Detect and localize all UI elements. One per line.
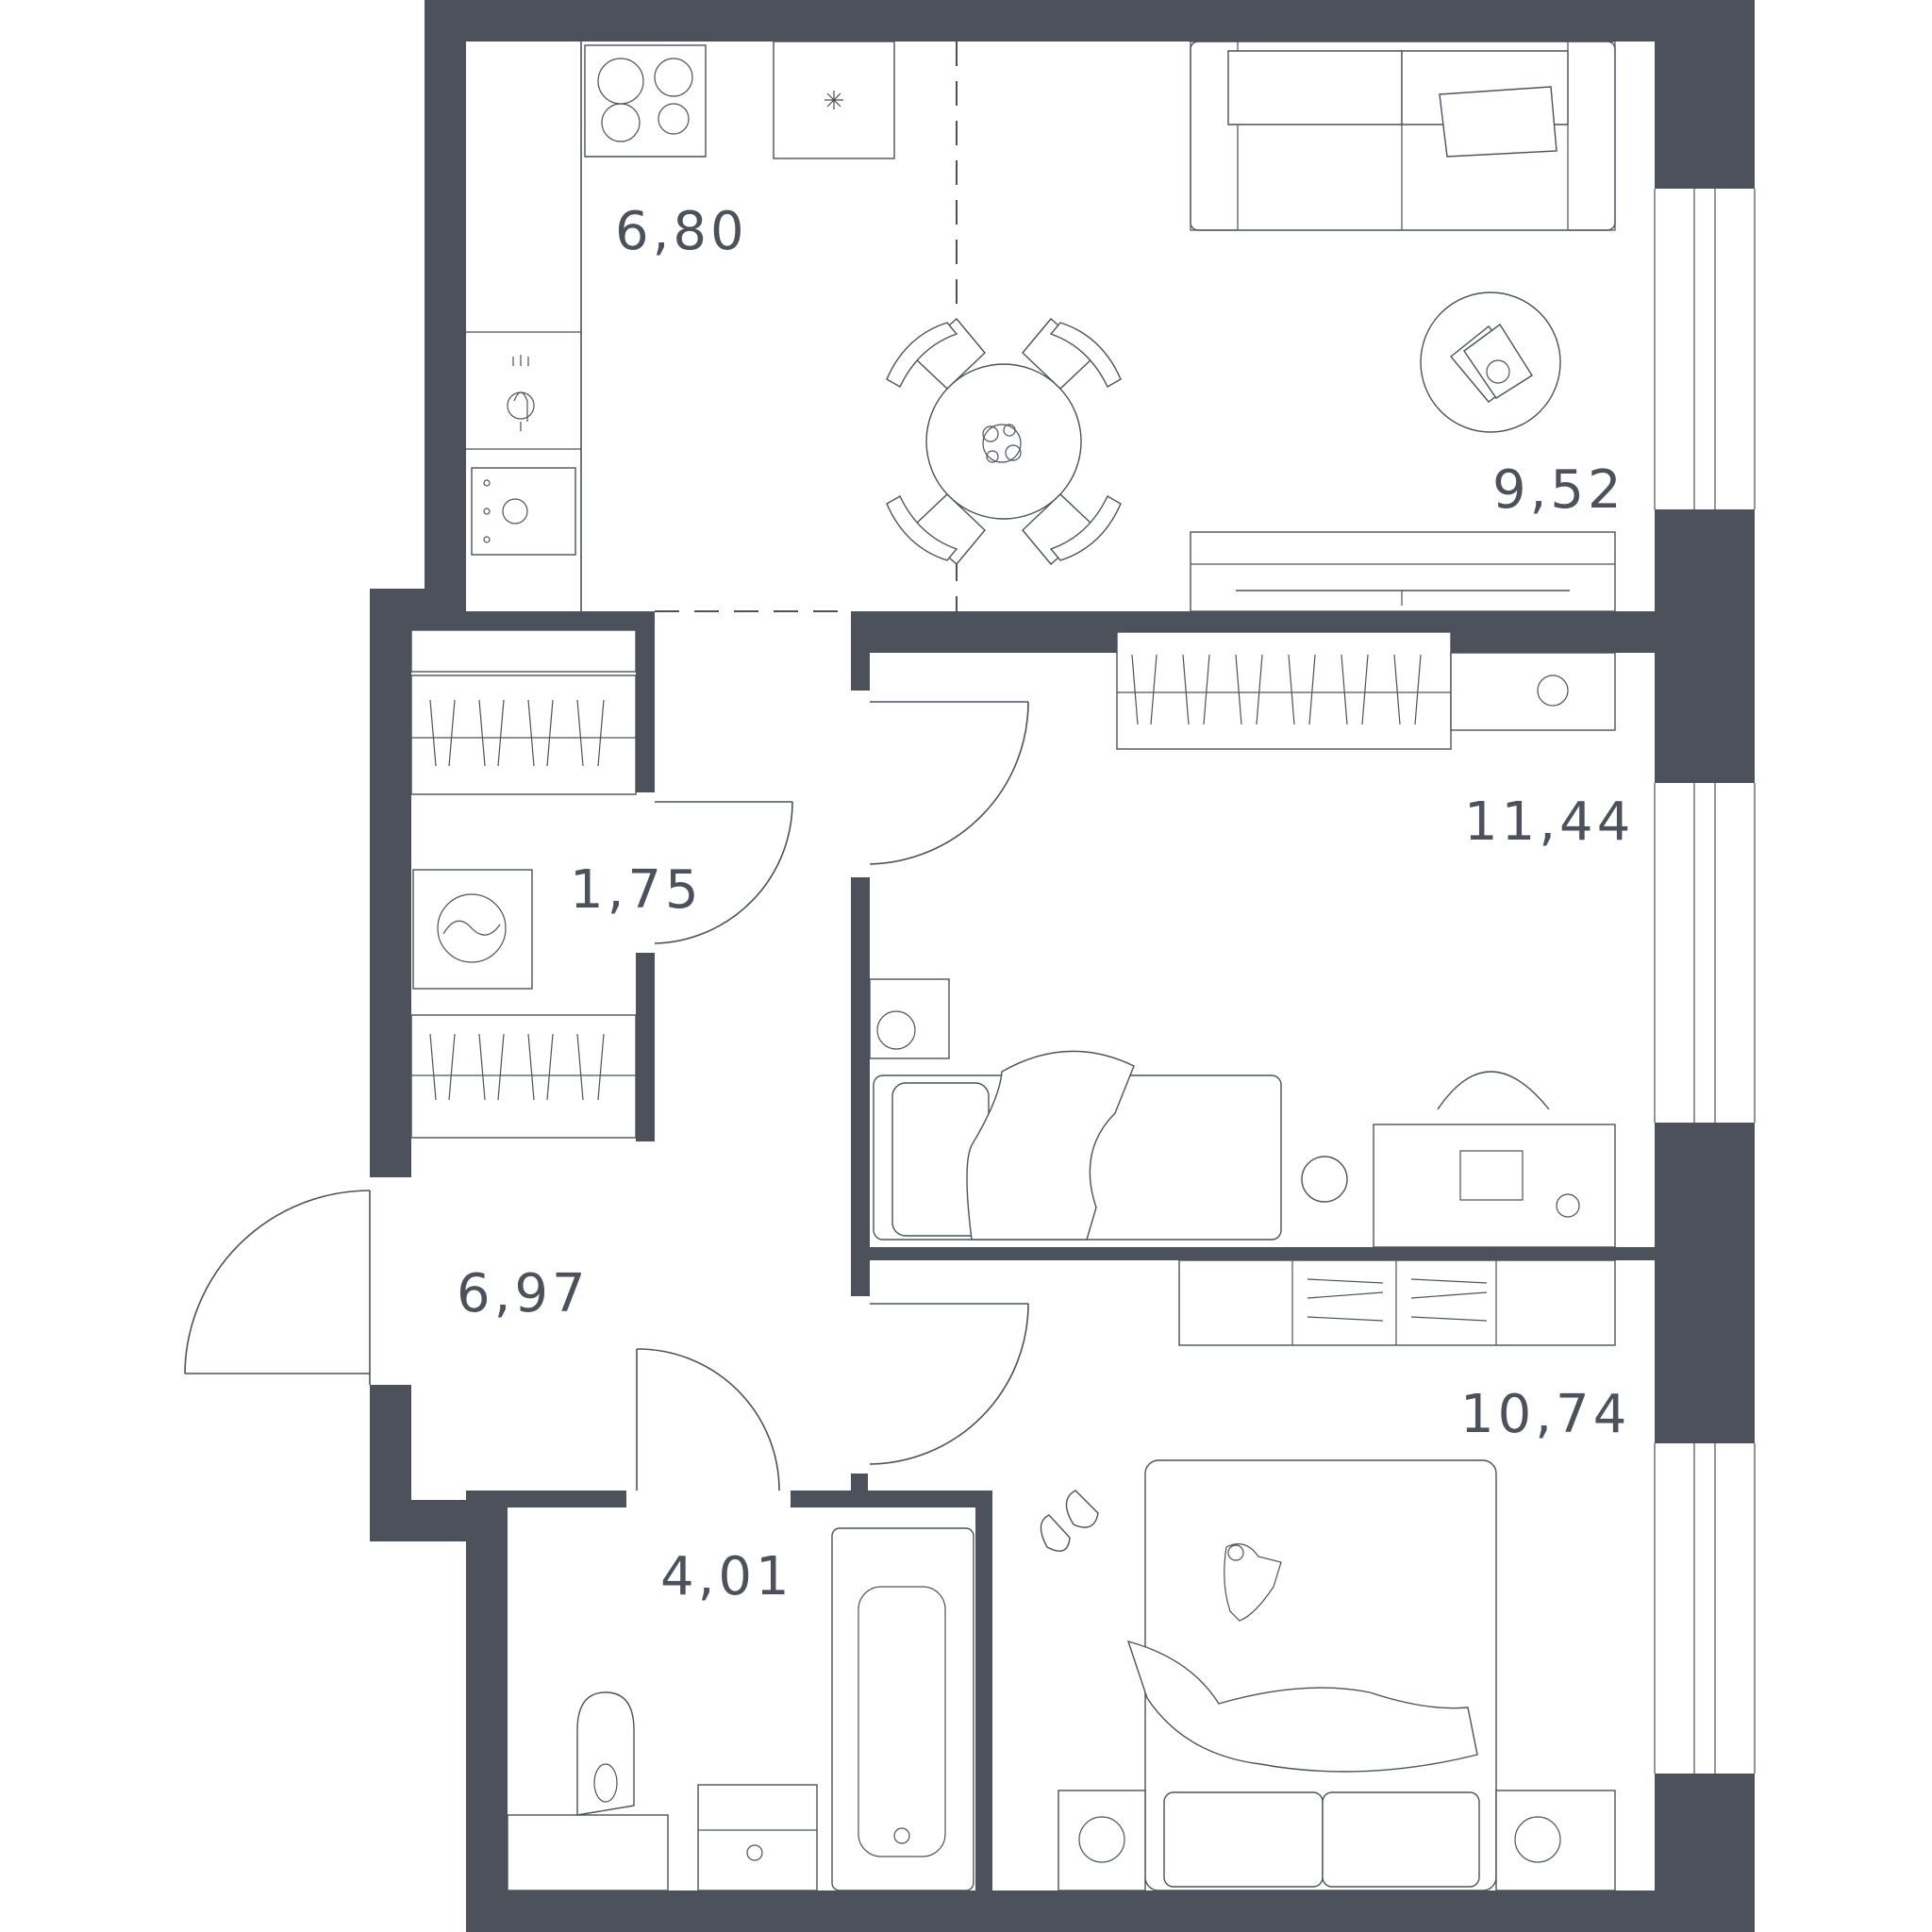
- area-label-living: 9,52: [1492, 459, 1625, 521]
- door-bedroom-2[interactable]: [869, 1303, 1029, 1465]
- wall-storage-right-2: [636, 953, 655, 1141]
- windows: [1654, 189, 1756, 1774]
- washing-machine-drum-icon: [437, 893, 507, 963]
- wall-left-storage: [370, 589, 411, 1177]
- chair: [886, 318, 986, 390]
- coffee-table: [1420, 291, 1561, 433]
- cat-icon: [1224, 1543, 1282, 1622]
- window-living: [1654, 189, 1756, 509]
- sink: [471, 467, 576, 556]
- door-bathroom[interactable]: [636, 1348, 780, 1491]
- wall-bath-right: [975, 1491, 992, 1932]
- area-label-bathroom: 4,01: [660, 1546, 793, 1607]
- wall-right-3: [1655, 1123, 1755, 1443]
- bedroom-1-furniture: [869, 631, 1616, 1248]
- wall-bed1-left: [851, 877, 870, 1296]
- nightstand: [1058, 1790, 1146, 1891]
- desk: [1373, 1071, 1616, 1248]
- wall-right-1: [1655, 0, 1755, 189]
- area-label-bedroom-2: 10,74: [1460, 1384, 1630, 1445]
- area-label-kitchen: 6,80: [615, 201, 748, 262]
- nightstand: [869, 978, 950, 1059]
- wall-bottom: [466, 1890, 1755, 1932]
- living-furniture: [1190, 41, 1616, 612]
- area-label-hallway: 6,97: [457, 1263, 590, 1324]
- shelf: [410, 629, 637, 673]
- wall-bed1-bed2: [851, 1247, 1655, 1260]
- wardrobe: [1178, 1259, 1616, 1346]
- bed: [1126, 1459, 1497, 1891]
- toilet: [507, 1691, 669, 1891]
- wall-bed1-left-top: [851, 611, 870, 691]
- drain-icon: [893, 1827, 910, 1844]
- wall-left-kitchen: [425, 0, 466, 630]
- chair: [1022, 493, 1122, 565]
- bedroom-2-furniture: [1040, 1259, 1616, 1891]
- wardrobe: [410, 675, 637, 795]
- wall-bath-top-2: [791, 1491, 991, 1507]
- plant-icon: [1537, 675, 1569, 707]
- stove-burner-icon: [601, 103, 641, 142]
- dining-table: [925, 363, 1082, 520]
- wardrobe: [410, 1014, 637, 1139]
- wardrobe: [1116, 631, 1452, 750]
- wall-right-4: [1655, 1774, 1755, 1932]
- nightstand: [1495, 1790, 1616, 1891]
- faucet-icon: [507, 355, 535, 431]
- wall-kitchen-storage: [466, 611, 655, 630]
- wall-bath-top-1: [466, 1491, 626, 1507]
- chair: [1022, 318, 1122, 390]
- ball-icon: [1301, 1156, 1348, 1203]
- door-bedroom-1[interactable]: [869, 701, 1029, 865]
- nightstand: [1450, 652, 1616, 731]
- chair: [886, 493, 986, 565]
- plant-icon: [982, 424, 1022, 463]
- snowflake-icon: [824, 91, 843, 109]
- laptop-icon: [1459, 1150, 1524, 1201]
- window-bedroom-1: [1654, 783, 1756, 1123]
- tv-unit: [1190, 531, 1616, 612]
- door-storage[interactable]: [654, 801, 793, 944]
- bathtub: [831, 1527, 974, 1891]
- area-labels: 6,80 9,52 11,44 1,75 6,97 10,74 4,01: [457, 201, 1634, 1607]
- stove-burner-icon: [654, 58, 693, 97]
- area-label-bedroom-1: 11,44: [1464, 791, 1634, 853]
- area-label-storage: 1,75: [570, 859, 703, 921]
- window-bedroom-2: [1654, 1443, 1756, 1774]
- lamp-icon: [1556, 1193, 1580, 1218]
- wall-left-hall: [370, 1385, 411, 1506]
- storage-furniture: [410, 629, 637, 1139]
- slippers-icon: [1040, 1490, 1099, 1552]
- stove-burner-icon: [658, 103, 690, 135]
- stove: [584, 44, 707, 158]
- wall-left-storage-cap: [370, 589, 466, 630]
- wall-right-2: [1655, 509, 1755, 783]
- lamp-icon: [876, 1010, 916, 1050]
- doors: [184, 701, 1029, 1491]
- dining-set: [886, 318, 1122, 565]
- lamp-icon: [1078, 1816, 1125, 1863]
- walls: [370, 0, 1755, 1932]
- sofa: [1190, 41, 1616, 231]
- wall-left-bath: [466, 1500, 508, 1932]
- wall-bed2-left-stub: [851, 1474, 868, 1492]
- lamp-icon: [1514, 1816, 1561, 1863]
- kitchen-furniture: [466, 41, 895, 611]
- wall-storage-right-1: [636, 630, 655, 792]
- wall-top: [425, 0, 1755, 42]
- door-entrance[interactable]: [184, 1190, 371, 1385]
- washing-machine: [697, 1784, 818, 1891]
- bed: [873, 1050, 1282, 1241]
- bathroom-furniture: [507, 1527, 974, 1891]
